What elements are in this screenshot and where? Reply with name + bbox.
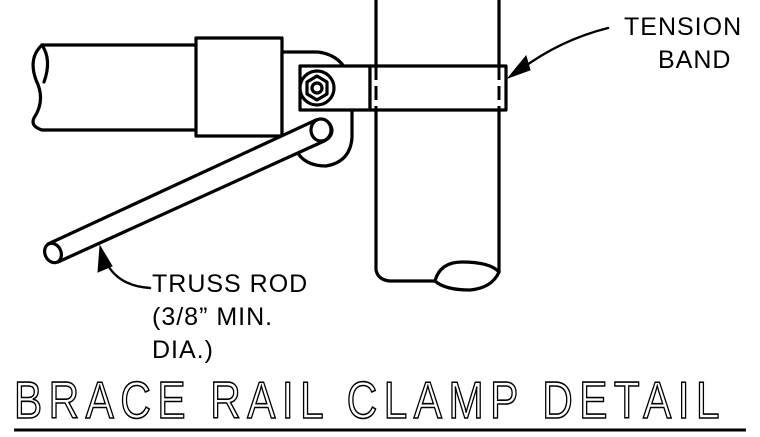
truss-rod-label-line3: DIA.) — [152, 336, 214, 364]
carriage-bolt — [298, 69, 336, 107]
truss-rod-label-line1: TRUSS ROD — [152, 270, 308, 298]
truss-rod-label-line2: (3/8” MIN. — [152, 303, 273, 331]
tension-band-label-line1: TENSION — [624, 13, 742, 41]
terminal-post — [374, 0, 501, 292]
tension-band-leader — [506, 26, 610, 80]
tension-band-label-line2: BAND — [658, 46, 731, 74]
drawing-title: BRACE RAIL CLAMP DETAIL — [14, 372, 726, 430]
truss-rod-leader — [97, 244, 152, 290]
brace-rail — [31, 43, 198, 132]
rail-end-cup — [194, 36, 284, 138]
truss-rod — [43, 117, 334, 265]
